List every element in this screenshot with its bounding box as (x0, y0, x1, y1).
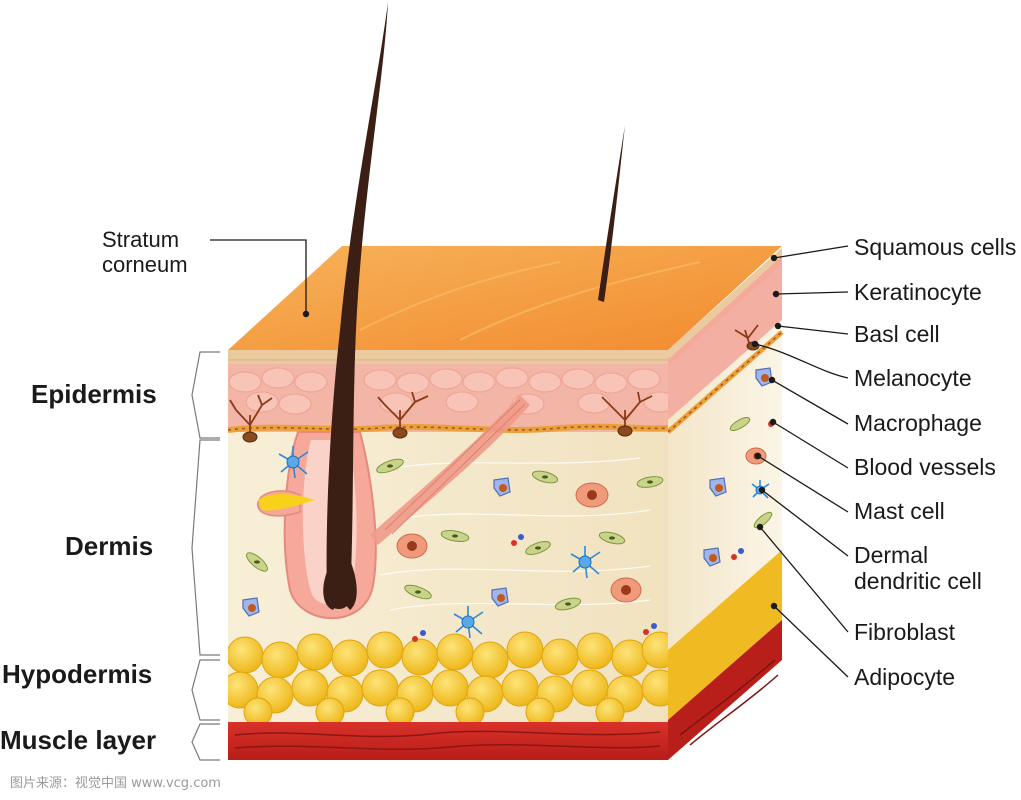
fibroblasts (246, 417, 773, 611)
adipocyte-label: Adipocyte (854, 664, 956, 690)
leader-lines (210, 239, 849, 678)
hair-shaft-short (598, 125, 625, 302)
dermal-dendritic-cell-label: Dermal dendritic cell (854, 542, 982, 594)
fibroblast-label: Fibroblast (854, 619, 955, 645)
leader-dots (302, 254, 782, 610)
dermis-label: Dermis (65, 531, 154, 561)
basal-cell-label: Basl cell (854, 321, 940, 347)
keratinocyte-label: Keratinocyte (854, 279, 982, 305)
melanocyte-label: Melanocyte (854, 365, 972, 391)
dermal-dendritic-cells (278, 446, 770, 639)
muscle-layer-label: Muscle layer (0, 725, 157, 755)
epidermis-label: Epidermis (31, 379, 157, 409)
front-face (228, 350, 668, 760)
blood-vessels-label: Blood vessels (854, 454, 996, 480)
blood-vessels (412, 421, 774, 642)
macrophage-label: Macrophage (854, 410, 982, 436)
stratum-corneum-top (228, 246, 782, 350)
hair-shaft-long (326, 2, 388, 609)
mast-cell-label: Mast cell (854, 498, 945, 524)
watermark: 图片来源：视觉中国 www.vcg.com (0, 770, 255, 798)
layer-brackets (191, 351, 220, 761)
squamous-cells-label: Squamous cells (854, 234, 1017, 260)
hypodermis-label: Hypodermis (2, 659, 153, 689)
stratum-corneum-label: Stratum corneum (102, 227, 188, 277)
